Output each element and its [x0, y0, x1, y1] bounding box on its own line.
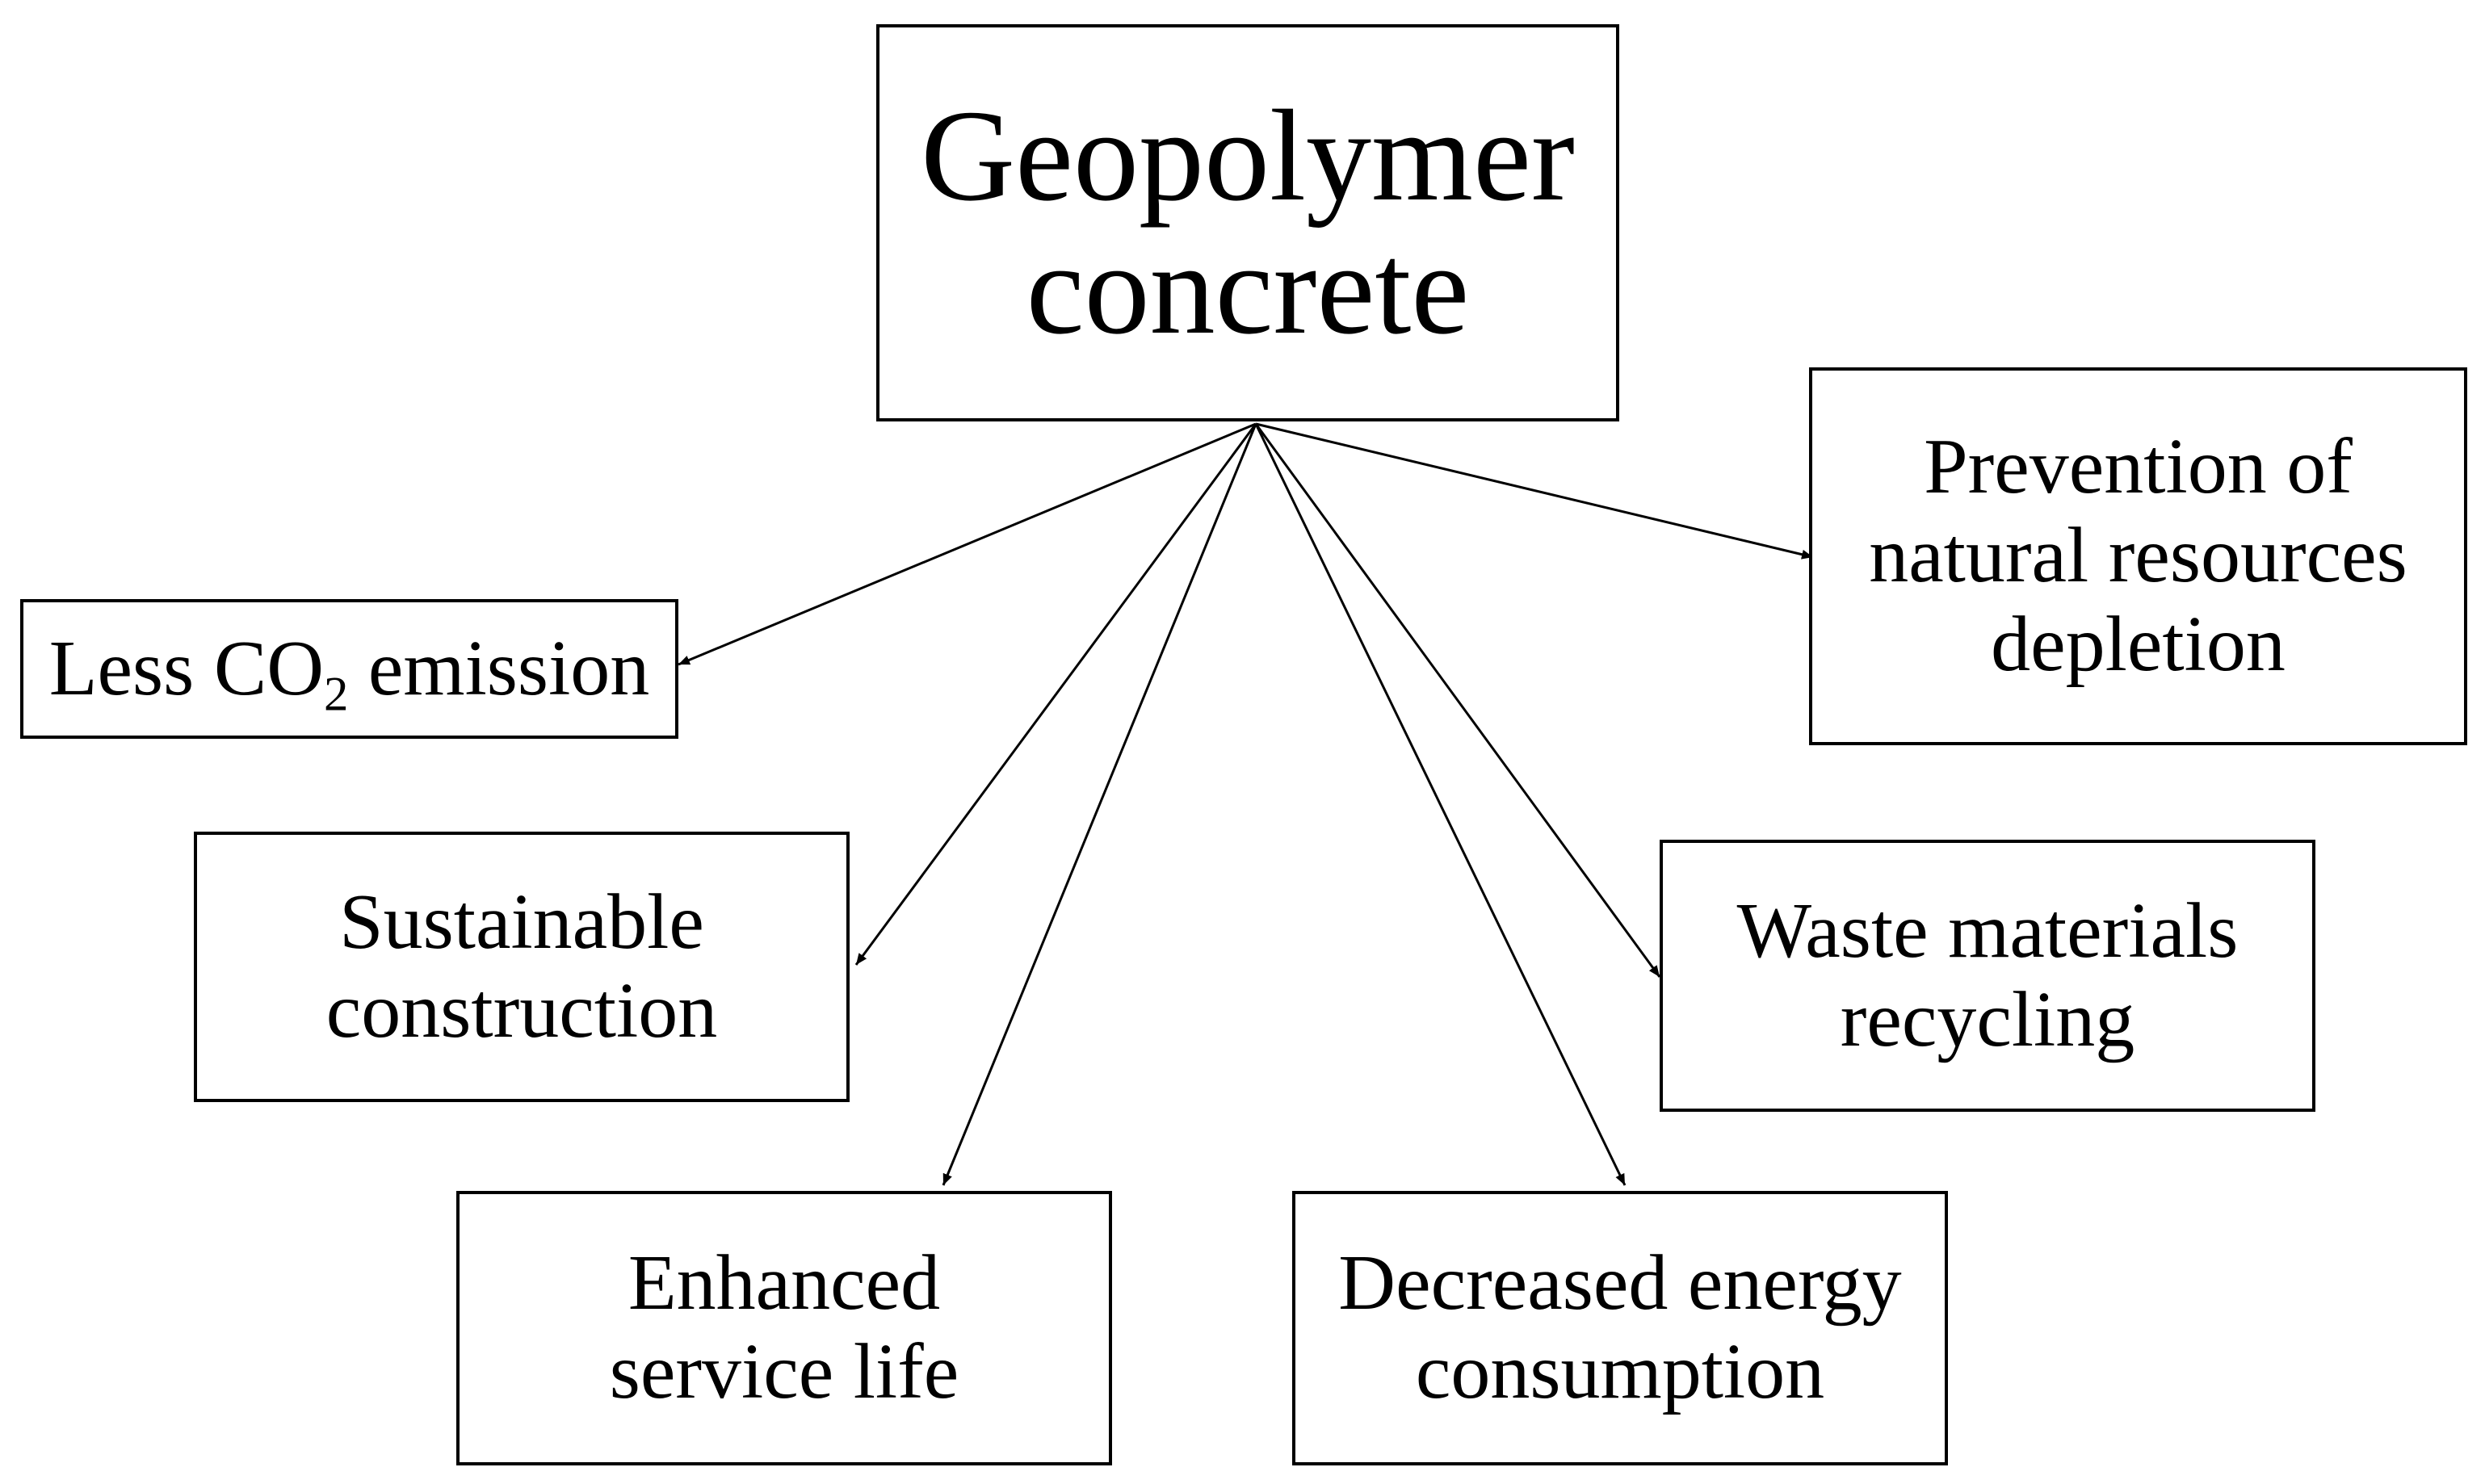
node-service-life-line-1: Enhanced — [628, 1239, 941, 1327]
center-node-line-2: concrete — [1026, 217, 1470, 362]
node-decreased-energy-consumption: Decreased energy consumption — [1292, 1191, 1948, 1465]
arrow-to-less-co2 — [678, 422, 1257, 666]
arrow-to-sustainable-construction — [854, 423, 1257, 966]
node-prevention-natural-resources-depletion: Prevention of natural resources depletio… — [1809, 367, 2467, 745]
node-sustainable-line-2: construction — [325, 966, 718, 1054]
node-energy-line-2: consumption — [1415, 1328, 1825, 1415]
node-sustainable-line-1: Sustainable — [339, 878, 704, 966]
node-waste-materials-recycling: Waste materials recycling — [1660, 840, 2315, 1112]
co2-subscript: 2 — [323, 667, 349, 722]
node-enhanced-service-life: Enhanced service life — [456, 1191, 1112, 1465]
arrow-to-waste-recycling — [1254, 423, 1661, 978]
center-node-line-1: Geopolymer — [921, 83, 1575, 228]
node-less-co2-emission: Less CO2 emission — [20, 599, 678, 739]
arrow-to-enhanced-service-life — [942, 423, 1257, 1186]
node-sustainable-construction: Sustainable construction — [194, 832, 850, 1102]
node-waste-line-1: Waste materials — [1736, 887, 2239, 975]
center-node-geopolymer-concrete: Geopolymer concrete — [876, 24, 1619, 421]
node-waste-line-2: recycling — [1840, 975, 2135, 1063]
node-energy-line-1: Decreased energy — [1338, 1239, 1902, 1327]
arrow-to-prevention — [1255, 422, 1814, 560]
node-service-life-line-2: service life — [609, 1328, 959, 1415]
arrow-to-decreased-energy — [1254, 423, 1627, 1186]
node-prevention-line-2: natural resources — [1869, 512, 2407, 600]
node-prevention-line-1: Prevention of — [1924, 423, 2353, 511]
node-less-co2-label: Less CO2 emission — [48, 624, 650, 722]
node-prevention-line-3: depletion — [1991, 600, 2286, 688]
